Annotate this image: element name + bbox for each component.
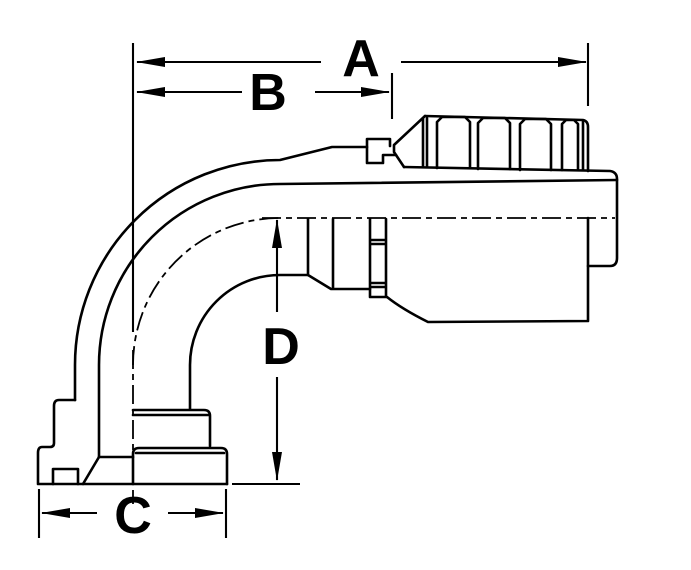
socket-serration-band	[476, 116, 512, 171]
outer-elbow-contour	[73, 145, 369, 402]
arrow-a-left	[136, 57, 165, 67]
bend-centerline-arc	[132, 217, 281, 366]
arrow-c-left	[41, 508, 70, 518]
socket-serration-lines	[421, 116, 585, 172]
socket-serration-band	[560, 118, 580, 172]
arrow-b-right	[361, 87, 390, 97]
retention-groove-column	[368, 217, 388, 299]
flange-notch	[51, 467, 80, 486]
dimension-label-d: D	[262, 318, 300, 376]
hose-stop-tab	[365, 137, 398, 165]
dimension-label-a: A	[342, 30, 380, 88]
hub-collar-upper	[131, 408, 212, 448]
fitting-outline	[36, 114, 619, 486]
nipple-shoulder	[306, 217, 372, 291]
inner-bore-arc	[188, 273, 310, 411]
hose-entry-cap	[402, 165, 619, 268]
lower-body-outline	[385, 216, 590, 324]
socket-serration-band	[518, 117, 553, 172]
arrow-c-right	[195, 508, 224, 518]
flange-chamfer	[81, 455, 101, 486]
arrow-b-left	[136, 87, 165, 97]
arrow-d-up	[272, 219, 282, 248]
dimension-label-b: B	[249, 64, 287, 122]
hub-boss-lower	[131, 446, 229, 486]
centerlines	[132, 217, 615, 504]
dimension-label-c: C	[114, 487, 152, 545]
flange-profile	[36, 398, 229, 486]
dimension-labels: A B C D	[114, 30, 380, 545]
inner-shoulder-contour	[97, 178, 619, 459]
arrow-a-right	[558, 57, 587, 67]
socket-shoulder	[392, 114, 427, 169]
arrow-d-down	[272, 452, 282, 481]
dimension-arrowheads	[41, 57, 587, 518]
socket-serration-band	[435, 115, 472, 170]
